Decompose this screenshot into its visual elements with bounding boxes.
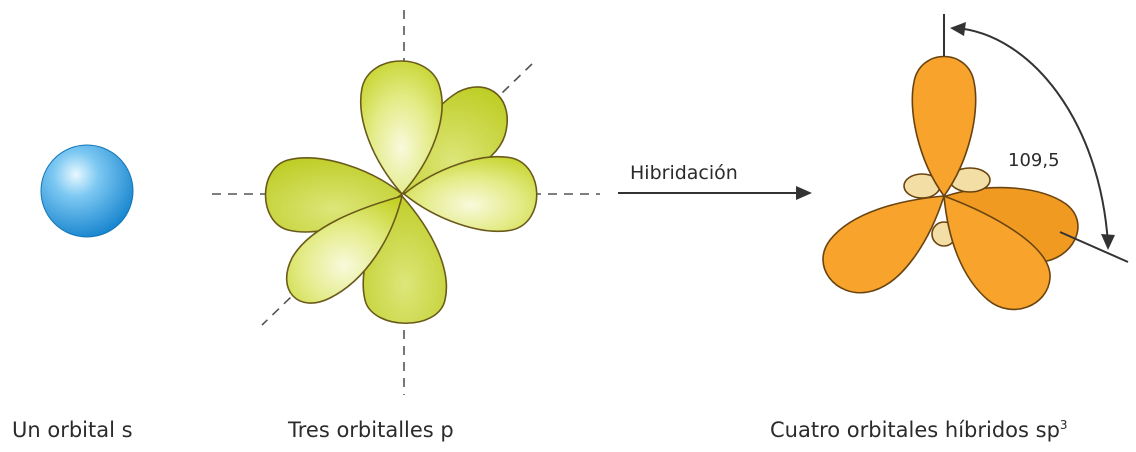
sp3-superscript: 3 bbox=[1059, 418, 1068, 432]
sp3-caption-text: Cuatro orbitales híbridos sp bbox=[770, 418, 1060, 442]
angle-arc bbox=[955, 27, 1109, 245]
p-lobe-right bbox=[402, 156, 538, 232]
p-orbitals-caption: Tres orbitalles p bbox=[288, 418, 454, 442]
p-lobe-up bbox=[360, 60, 443, 196]
s-orbital-sphere bbox=[40, 144, 134, 238]
sp3-orbitals-caption: Cuatro orbitales híbridos sp3 bbox=[770, 418, 1068, 442]
p-lobe-diagonal-front bbox=[286, 194, 404, 304]
sp3-lobe-up bbox=[911, 55, 977, 198]
p-orbitals bbox=[264, 60, 538, 325]
hybridization-arrow bbox=[618, 186, 812, 200]
sp3-lobe-left bbox=[822, 195, 946, 294]
hybridization-label: Hibridación bbox=[630, 162, 738, 184]
sp3-orbitals bbox=[822, 14, 1129, 311]
s-orbital-caption: Un orbital s bbox=[12, 418, 133, 442]
sp3-lobe-right-front bbox=[943, 194, 1051, 311]
bond-angle-label: 109,5 bbox=[1008, 150, 1060, 171]
angle-arrowhead-bottom bbox=[1101, 234, 1115, 250]
angle-arrowhead-top bbox=[950, 22, 966, 36]
